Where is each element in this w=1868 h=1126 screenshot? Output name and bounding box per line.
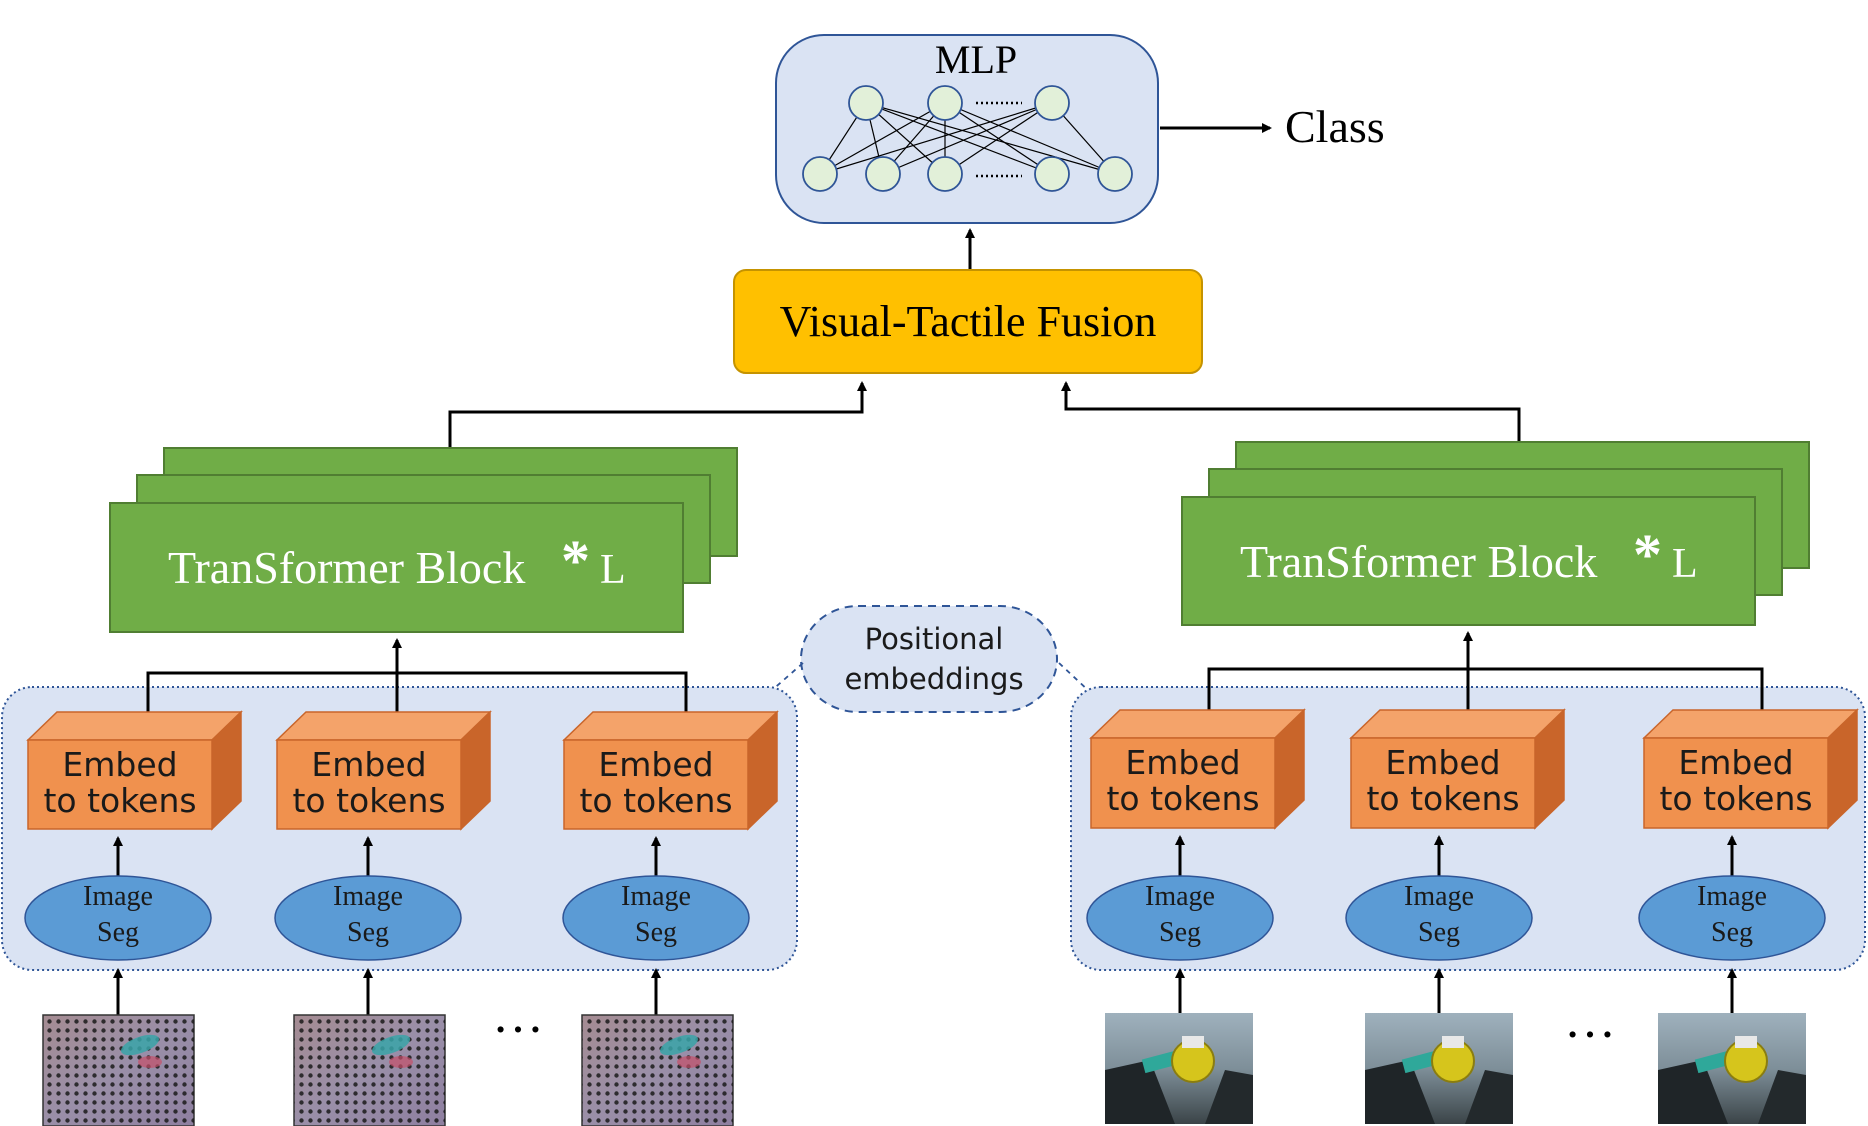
transformer-left-star: * — [561, 528, 590, 593]
positional-to-right-connector — [1058, 662, 1091, 693]
seg-label-line2: Seg — [1418, 917, 1460, 948]
embed-label-line1: Embed — [1385, 743, 1500, 782]
image-seg-node: Image Seg — [1086, 875, 1274, 961]
seg-label-line2: Seg — [97, 917, 139, 948]
seg-label-line2: Seg — [1159, 917, 1201, 948]
neuron — [1034, 156, 1070, 192]
embed-label-line2: to tokens — [1106, 779, 1259, 818]
embed-label-line1: Embed — [62, 745, 177, 784]
embed-label-line1: Embed — [1125, 743, 1240, 782]
fusion-label: Visual-Tactile Fusion — [780, 297, 1157, 346]
seg-label-line1: Image — [83, 881, 153, 912]
right-to-fusion-connector — [1061, 381, 1521, 442]
seg-to-embed-arrows-right — [1175, 835, 1737, 876]
seg-label-line2: Seg — [347, 917, 389, 948]
mlp-neurons — [802, 85, 1133, 192]
image-to-seg-arrows-right — [1175, 968, 1737, 1013]
transformer-right-label: TranSformer Block — [1240, 536, 1597, 587]
embed-block: Embed to tokens — [26, 710, 243, 831]
neuron — [927, 156, 963, 192]
image-seg-node: Image Seg — [274, 875, 462, 961]
transformer-left-label: TranSformer Block — [168, 542, 525, 593]
embed-label-line2: to tokens — [579, 781, 732, 820]
positional-embeddings: Positional embeddings — [800, 605, 1058, 713]
seg-label-line2: Seg — [1711, 917, 1753, 948]
tactile-image — [293, 1014, 446, 1126]
visual-image — [1365, 1013, 1513, 1124]
mlp-title: MLP — [935, 37, 1017, 82]
transformer-right-star: * — [1633, 522, 1662, 587]
transformer-right-suffix: L — [1672, 541, 1698, 587]
positional-line1: Positional — [865, 622, 1004, 656]
embed-block: Embed to tokens — [1642, 708, 1859, 830]
embed-block: Embed to tokens — [275, 710, 492, 831]
embed-label-line1: Embed — [598, 745, 713, 784]
seg-to-embed-arrows-left — [113, 836, 661, 876]
embed-block: Embed to tokens — [562, 710, 779, 831]
neuron — [1097, 156, 1133, 192]
image-seg-node: Image Seg — [562, 875, 750, 961]
seg-label-line1: Image — [333, 881, 403, 912]
transformer-stack-right: TranSformer Block * L — [1181, 441, 1810, 626]
neuron — [802, 156, 838, 192]
embed-block: Embed to tokens — [1349, 708, 1566, 830]
visual-image — [1105, 1013, 1253, 1124]
right-bus — [1207, 667, 1764, 712]
seg-label-line1: Image — [1404, 881, 1474, 912]
positional-to-left-connector — [769, 662, 804, 693]
seg-label-line1: Image — [621, 881, 691, 912]
neuron — [927, 85, 963, 121]
ellipsis-right: … — [1564, 992, 1616, 1049]
fusion-block: Visual-Tactile Fusion — [733, 269, 1203, 374]
mlp-block: MLP — [775, 34, 1159, 224]
ellipsis-left: … — [492, 987, 544, 1044]
embed-label-line1: Embed — [311, 745, 426, 784]
embed-block: Embed to tokens — [1089, 708, 1306, 830]
visual-image — [1658, 1013, 1806, 1124]
image-to-seg-arrows-left — [113, 968, 661, 1015]
neuron — [848, 85, 884, 121]
transformer-stack-left: TranSformer Block * L — [109, 447, 738, 633]
image-seg-node: Image Seg — [24, 875, 212, 961]
seg-label-line2: Seg — [635, 917, 677, 948]
left-bus — [146, 671, 688, 712]
seg-label-line1: Image — [1697, 881, 1767, 912]
embed-label-line2: to tokens — [1366, 779, 1519, 818]
class-label: Class — [1285, 101, 1385, 152]
embed-label-line2: to tokens — [1659, 779, 1812, 818]
embed-label-line1: Embed — [1678, 743, 1793, 782]
embed-label-line2: to tokens — [292, 781, 445, 820]
positional-line2: embeddings — [844, 662, 1023, 696]
image-seg-node: Image Seg — [1638, 875, 1826, 961]
neuron — [865, 156, 901, 192]
tactile-image — [42, 1014, 195, 1126]
embed-label-line2: to tokens — [43, 781, 196, 820]
left-to-fusion-connector — [448, 381, 867, 449]
seg-label-line1: Image — [1145, 881, 1215, 912]
image-seg-node: Image Seg — [1345, 875, 1533, 961]
neuron — [1034, 85, 1070, 121]
tactile-image — [581, 1014, 734, 1126]
transformer-left-suffix: L — [600, 547, 626, 593]
